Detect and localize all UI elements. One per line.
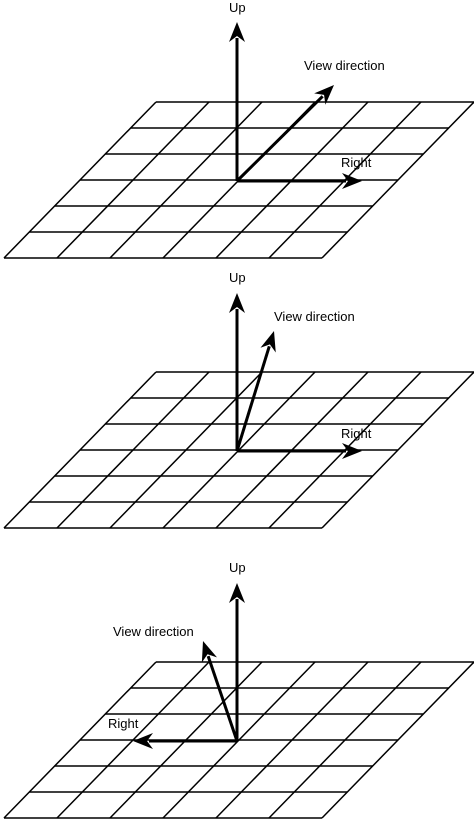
- view-direction-arrow: [235, 331, 276, 452]
- arrowhead: [201, 641, 218, 663]
- view-direction-arrow: [235, 85, 334, 183]
- grid-line: [3, 101, 157, 259]
- up-arrow: [229, 583, 245, 741]
- grid-line: [215, 661, 369, 819]
- arrow-shaft: [206, 655, 239, 742]
- grid-line: [268, 661, 422, 819]
- view-direction-label: View direction: [113, 624, 194, 639]
- panel-1: Up View direction Right: [3, 0, 474, 259]
- panel-3: Up View direction Right: [3, 560, 474, 819]
- grid-line: [321, 661, 474, 819]
- view-direction-label: View direction: [274, 309, 355, 324]
- grid-line: [3, 661, 157, 819]
- grid-line: [56, 101, 210, 259]
- arrowhead: [229, 583, 245, 603]
- grid-line: [321, 371, 474, 529]
- up-arrow: [229, 22, 245, 181]
- right-label: Right: [341, 155, 372, 170]
- view-direction-label: View direction: [304, 58, 385, 73]
- right-arrow: [237, 443, 362, 459]
- right-label: Right: [108, 716, 139, 731]
- arrowhead: [133, 733, 153, 749]
- arrowhead: [314, 85, 334, 105]
- grid-line: [162, 661, 316, 819]
- arrowhead: [229, 293, 245, 313]
- view-direction-arrow: [201, 641, 239, 742]
- arrow-shaft: [235, 95, 324, 183]
- arrowhead: [342, 443, 362, 459]
- grid-line: [321, 101, 474, 259]
- right-label: Right: [341, 426, 372, 441]
- panel-2: Up View direction Right: [3, 270, 474, 529]
- up-label: Up: [229, 0, 246, 15]
- arrowhead: [260, 331, 276, 353]
- up-label: Up: [229, 560, 246, 575]
- grid-line: [56, 371, 210, 529]
- arrow-shaft: [235, 345, 271, 452]
- right-arrow: [237, 173, 362, 189]
- grid-line: [56, 661, 210, 819]
- arrowhead: [342, 173, 362, 189]
- ground-grid: [3, 661, 474, 819]
- right-arrow: [133, 733, 237, 749]
- up-arrow: [229, 293, 245, 451]
- arrowhead: [229, 22, 245, 42]
- grid-line: [3, 371, 157, 529]
- up-label: Up: [229, 270, 246, 285]
